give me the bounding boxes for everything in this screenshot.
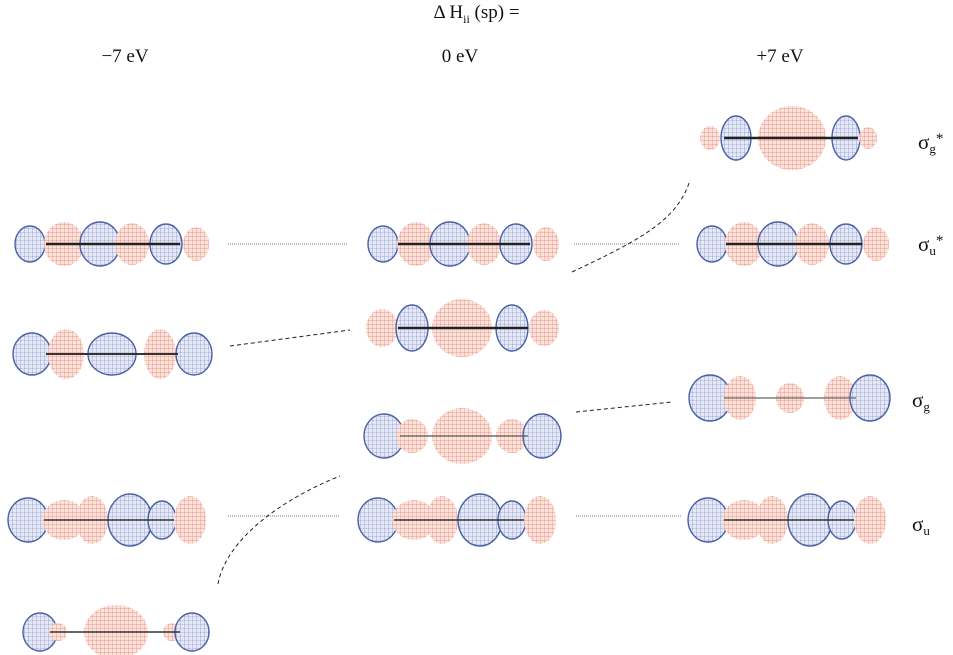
column-header-0: 0 eV: [441, 46, 479, 67]
title-delta: Δ H: [433, 2, 464, 23]
corr-line-sg-left: [229, 329, 351, 347]
correlation-lines: [217, 179, 691, 585]
orbital-col2-su-star: [367, 221, 559, 267]
level-label-sigma-u-star: σu*: [918, 232, 944, 258]
corr-line-sg-star: [571, 179, 691, 273]
orbital-col3-su: [687, 493, 886, 547]
level-label-sigma-g-star: σg*: [918, 130, 944, 156]
orbital-col1-sg: [12, 329, 213, 379]
level-label-sigma-u: σu: [912, 512, 930, 538]
title-subscript: ii: [463, 11, 470, 26]
corr-line-sg-right: [575, 401, 673, 413]
orbital-col2-sg: [363, 408, 562, 464]
orbital-col1-su: [7, 493, 206, 547]
title-rest: (sp) =: [469, 2, 520, 23]
orbital-col1-sg-bottom: [22, 605, 210, 655]
column-header-minus7: −7 eV: [101, 46, 149, 67]
orbital-col1-su-star: [14, 221, 209, 267]
orbital-col2-su: [357, 493, 556, 547]
level-label-sigma-g: σg: [912, 388, 930, 414]
orbital-col3-sg-star: [700, 106, 877, 170]
orbital-col3-sg: [688, 374, 891, 422]
column-header-plus7: +7 eV: [756, 46, 804, 67]
diagram-title: Δ Hii (sp) =: [0, 2, 953, 27]
orbital-col2-sg-star: [366, 299, 559, 357]
corr-line-sg-bottom: [217, 475, 341, 585]
orbital-col3-su-star: [696, 221, 889, 267]
